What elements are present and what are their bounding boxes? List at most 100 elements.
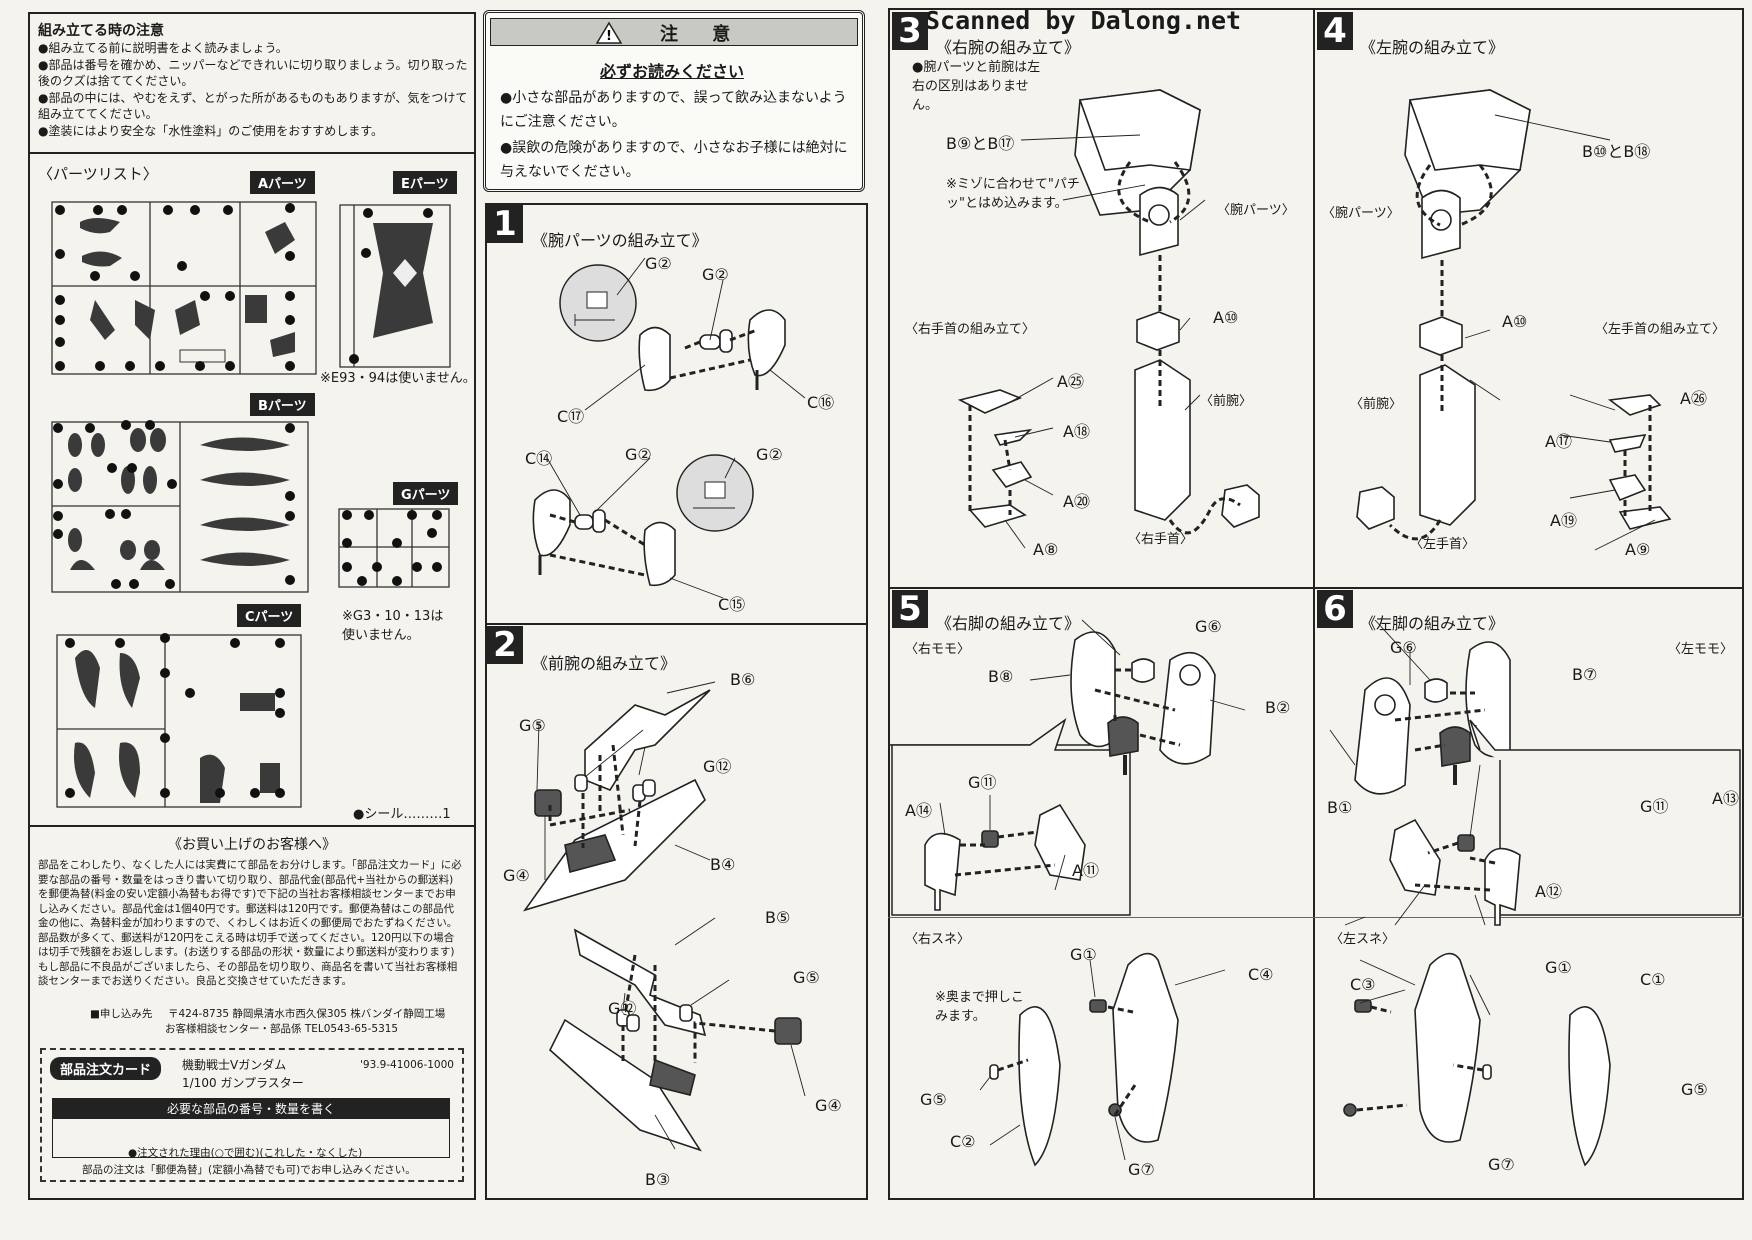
callout-label: G⑤ — [793, 968, 820, 987]
callout-label: C① — [1640, 970, 1666, 989]
order-card-input-area[interactable] — [52, 1116, 450, 1158]
callout-label: C③ — [1350, 975, 1376, 994]
order-card[interactable] — [40, 1048, 464, 1182]
callout-label: A⑰ — [1545, 432, 1572, 451]
callout-label: G④ — [815, 1096, 842, 1115]
label-right-wrist-asm: 〈右手首の組み立て〉 — [905, 322, 1036, 337]
label-left-thigh: 〈左モモ〉 — [1668, 642, 1734, 657]
step2-diagram — [522, 681, 806, 1152]
label-right-thigh: 〈右モモ〉 — [905, 642, 971, 657]
tag-c-parts: Cパーツ — [237, 604, 302, 627]
callout-label: G⑤ — [920, 1090, 947, 1109]
callout-label: A⑨ — [1625, 540, 1651, 559]
tag-a-parts: Aパーツ — [250, 171, 315, 194]
warning-header — [490, 18, 858, 46]
step-title: 《右脚の組み立て》 — [936, 614, 1081, 633]
label-right-hand: 〈右手首〉 — [1128, 532, 1194, 547]
label-left-hand: 〈左手首〉 — [1410, 537, 1476, 552]
callout-label: G① — [1070, 945, 1097, 964]
order-card-code: '93.9-41006-1000 — [360, 1059, 454, 1071]
customer-center: お客様相談センター・部品係 TEL0543-65-5315 — [165, 1023, 399, 1035]
step-title: 《右腕の組み立て》 — [936, 38, 1081, 57]
order-card-reason: ●注文された理由(○で囲む)(これした・なくした) — [128, 1147, 363, 1159]
warning-icon: ! — [595, 21, 623, 44]
label-forearm: 〈前腕〉 — [1350, 397, 1403, 412]
callout-label: C⑰ — [557, 407, 585, 426]
label-left-wrist-asm: 〈左手首の組み立て〉 — [1595, 322, 1726, 337]
callout-label: G⑪ — [1640, 797, 1669, 816]
label-forearm: 〈前腕〉 — [1200, 394, 1253, 409]
divider — [888, 587, 1744, 589]
callout-label: C④ — [1248, 965, 1274, 984]
warning-subtitle: 必ずお読みください — [600, 62, 745, 81]
callout-label: A⑫ — [1535, 882, 1562, 901]
callout-label: B④ — [710, 855, 736, 874]
note-push: ※奥まで押しこみます。 — [935, 990, 1024, 1024]
caution-item: ●部品は番号を確かめ、ニッパーなどできれいに切り取りましょう。切り取った後のクズ… — [38, 57, 468, 89]
callout-label: A⑩ — [1213, 308, 1239, 327]
note-snap: ※ミゾに合わせて"パチッ"とはめ込みます。 — [946, 177, 1080, 211]
callout-label: B③ — [645, 1170, 671, 1189]
callout-label: A⑧ — [1033, 540, 1059, 559]
step-title: 《左脚の組み立て》 — [1360, 614, 1505, 633]
warning-title: 注 意 — [660, 24, 745, 45]
step-number: 4 — [1317, 12, 1353, 50]
callout-label: B⑨とB⑰ — [946, 134, 1015, 153]
customer-address: 〒424-8735 静岡県清水市西久保305 株バンダイ静岡工場 — [168, 1008, 446, 1020]
callout-label: B⑤ — [765, 908, 791, 927]
watermark: Scanned by Dalong.net — [925, 6, 1242, 35]
step-title: 《前腕の組み立て》 — [532, 654, 677, 673]
tag-b-parts: Bパーツ — [250, 393, 315, 416]
callout-label: A⑲ — [1550, 511, 1577, 530]
sprue-g-diagram — [338, 508, 450, 588]
order-card-product: 機動戦士Vガンダム — [182, 1058, 287, 1072]
callout-label: B⑩とB⑱ — [1582, 142, 1651, 161]
callout-label: G⑪ — [968, 773, 997, 792]
e-parts-note: ※E93・94は使いません。 — [320, 371, 476, 386]
sprue-c-diagram — [56, 633, 302, 808]
divider — [888, 917, 1744, 918]
warning-item: ●小さな部品がありますので、誤って飲み込まないようにご注意ください。 — [500, 90, 847, 130]
step-number: 2 — [487, 626, 523, 664]
divider — [1313, 8, 1315, 1200]
step-number: 6 — [1317, 590, 1353, 628]
step5-diagram — [890, 619, 1246, 1167]
svg-text:!: ! — [606, 29, 612, 44]
label-arm-part: 〈腕パーツ〉 — [1217, 203, 1295, 218]
step1-diagram — [532, 257, 806, 599]
callout-label: A⑳ — [1063, 492, 1090, 511]
callout-label: G⑫ — [608, 999, 637, 1018]
label-left-shin: 〈左スネ〉 — [1330, 932, 1396, 947]
g-parts-note: ※G3・10・13は使いません。 — [342, 609, 444, 643]
step3-diagram — [957, 89, 1260, 549]
divider — [485, 623, 868, 625]
order-card-tag: 部品注文カード — [50, 1057, 162, 1080]
label-arm-part: 〈腕パーツ〉 — [1322, 206, 1400, 221]
order-card-scale: 1/100 ガンプラスター — [182, 1076, 304, 1090]
callout-label: A⑭ — [905, 801, 932, 820]
left-column — [28, 12, 476, 1200]
tag-e-parts: Eパーツ — [393, 171, 457, 194]
sprue-a-diagram — [51, 201, 317, 375]
step4-diagram — [1356, 89, 1672, 551]
callout-label: C⑯ — [807, 393, 835, 412]
step-number: 1 — [487, 205, 523, 243]
step6-diagram — [1329, 619, 1741, 1167]
callout-label: C⑭ — [525, 449, 553, 468]
step-title: 《腕パーツの組み立て》 — [532, 231, 708, 250]
callout-label: B② — [1265, 698, 1291, 717]
tag-g-parts: Gパーツ — [393, 482, 459, 505]
callout-label: C⑮ — [718, 595, 746, 614]
callout-label: A⑩ — [1502, 312, 1528, 331]
caution-item: ●塗装にはより安全な「水性塗料」のご使用をおすすめします。 — [38, 123, 384, 138]
cautions-title: 組み立てる時の注意 — [38, 23, 164, 39]
caution-item: ●組み立てる前に説明書をよく読みましょう。 — [38, 41, 288, 55]
step-number: 3 — [892, 12, 928, 50]
order-card-footer: 部品の注文は「郵便為替」(定額小為替でも可)でお申し込みください。 — [82, 1164, 416, 1176]
parts-list-title: 〈パーツリスト〉 — [38, 165, 158, 183]
customer-body: 部品をこわしたり、なくした人には実費にて部品をお分けします。「部品注文カード」に… — [38, 859, 462, 987]
callout-label: G⑫ — [703, 757, 732, 776]
callout-label: G⑥ — [1390, 638, 1417, 657]
callout-label: G② — [756, 445, 783, 464]
callout-label: A⑪ — [1072, 861, 1099, 880]
